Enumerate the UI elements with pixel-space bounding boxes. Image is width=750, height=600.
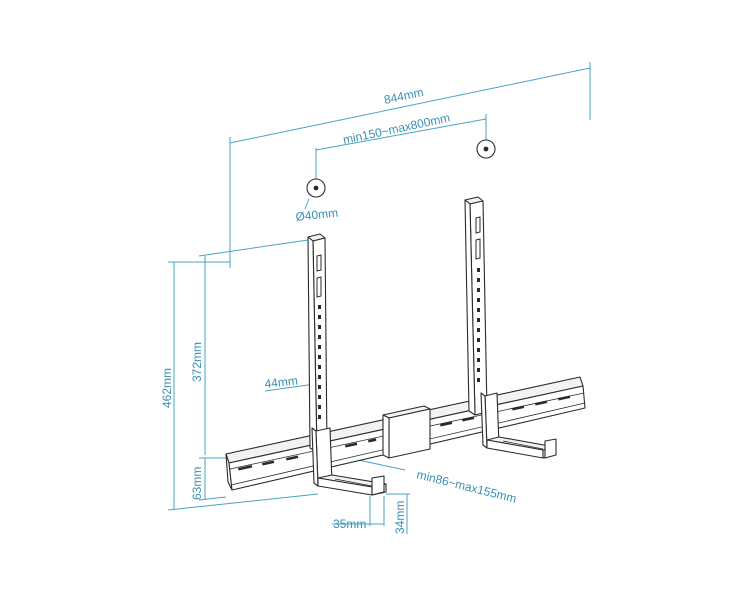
dim-leader-washer: [304, 198, 310, 210]
label-arm-height: 372mm: [190, 342, 204, 382]
arm-left-holes: [318, 305, 321, 419]
dim-line-total-width: [229, 67, 591, 144]
washer-left: [306, 178, 326, 198]
label-bar-height: 63mm: [190, 467, 204, 500]
label-arm-width: 44mm: [264, 374, 299, 391]
label-lip-width: 35mm: [333, 517, 366, 531]
shelf-bracket-left: [311, 427, 387, 496]
label-washer-diameter: Ø40mm: [295, 206, 339, 224]
label-shelf-depth: min86~max155mm: [415, 467, 518, 505]
center-clamp: [382, 405, 431, 459]
washer-right: [476, 139, 496, 159]
rail-slots: [238, 395, 571, 471]
dim-ext-bottom-height: [167, 493, 319, 511]
dim-line-vesa: [315, 118, 487, 151]
shelf-bracket-right: [480, 392, 557, 459]
label-lip-height: 34mm: [393, 501, 407, 534]
dim-ext-bar-bottom: [198, 496, 227, 501]
arm-left: [307, 233, 328, 453]
dimension-labels: 844mm min150~max800mm Ø40mm 462mm 372mm …: [160, 85, 518, 534]
arm-right: [464, 196, 488, 416]
label-total-height: 462mm: [160, 368, 174, 408]
dim-ext-arm-top: [198, 239, 309, 257]
dimension-lines: [167, 62, 591, 534]
arm-right-holes: [477, 268, 480, 382]
